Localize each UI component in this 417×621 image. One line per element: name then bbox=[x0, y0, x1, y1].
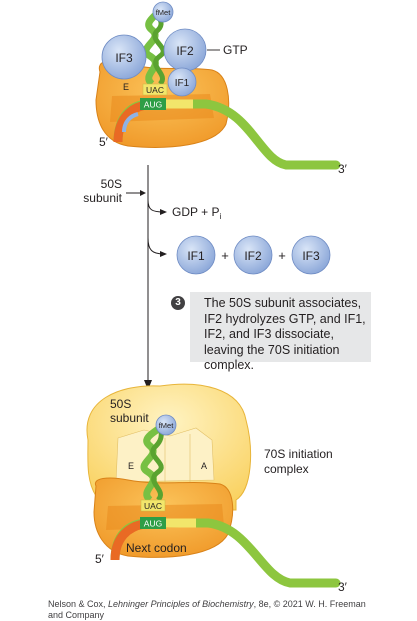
codon-yellow-segment bbox=[165, 99, 193, 109]
e-site-label: E bbox=[123, 82, 129, 92]
large-subunit-label-line1: 50S bbox=[110, 397, 131, 411]
next-codon-segment bbox=[166, 518, 196, 528]
a-site-label: A bbox=[201, 461, 207, 471]
step-number-badge: 3 bbox=[171, 296, 185, 310]
complex-label-line1: 70S initiation bbox=[264, 447, 333, 461]
gdp-subscript: i bbox=[219, 212, 221, 221]
e-site-label-bottom: E bbox=[128, 461, 134, 471]
released-if1-label: IF1 bbox=[187, 249, 205, 263]
top-complex: E AUG UAC fMet IF3 IF2 GTP IF1 bbox=[95, 1, 348, 176]
subunit-label-line2: subunit bbox=[83, 191, 122, 205]
gdp-label: GDP + Pi bbox=[172, 205, 221, 221]
credit-prefix: Nelson & Cox, bbox=[48, 599, 109, 609]
plus-2: + bbox=[278, 248, 286, 263]
gtp-label: GTP bbox=[223, 43, 248, 57]
fmet-label: fMet bbox=[156, 8, 172, 17]
if1-factor bbox=[167, 67, 197, 97]
released-if2-label: IF2 bbox=[244, 249, 262, 263]
five-prime-label-top: 5′ bbox=[99, 135, 109, 149]
mrna-bottom-orange bbox=[110, 519, 146, 561]
bottom-complex: E A AUG UAC fMet 50S subunit Next codon … bbox=[86, 383, 348, 594]
transition: 50S subunit GDP + Pi IF1 + IF2 + IF3 bbox=[83, 165, 331, 390]
uac-anticodon-label-bottom: UAC bbox=[144, 501, 162, 511]
uac-anticodon bbox=[142, 83, 168, 96]
three-prime-label-top: 3′ bbox=[338, 162, 348, 176]
plus-1: + bbox=[221, 248, 229, 263]
released-if3 bbox=[291, 235, 331, 275]
released-if3-label: IF3 bbox=[302, 249, 320, 263]
uac-anticodon-bottom bbox=[140, 499, 166, 512]
five-prime-label-bottom: 5′ bbox=[95, 552, 105, 566]
step-description-box: The 50S subunit associates, IF2 hydrolyz… bbox=[190, 292, 371, 372]
credit-title: Lehninger Principles of Biochemistry bbox=[108, 599, 254, 609]
aug-codon bbox=[140, 98, 166, 110]
initiator-trna-bottom bbox=[140, 423, 165, 503]
next-codon-label: Next codon bbox=[126, 541, 187, 555]
fmet-circle-bottom bbox=[155, 414, 177, 436]
if2-label: IF2 bbox=[176, 44, 194, 58]
if3-label: IF3 bbox=[115, 51, 133, 65]
if1-label: IF1 bbox=[175, 78, 190, 89]
released-if2 bbox=[233, 235, 273, 275]
uac-anticodon-label: UAC bbox=[146, 85, 164, 95]
subunit-arrow-head bbox=[140, 190, 146, 196]
aug-codon-label: AUG bbox=[144, 100, 162, 110]
released-if1 bbox=[176, 235, 216, 275]
subunit-label-line1: 50S bbox=[101, 177, 122, 191]
fmet-label-bottom: fMet bbox=[159, 421, 175, 430]
mrna-top-tail bbox=[201, 99, 341, 170]
factor-branch-head bbox=[160, 251, 167, 257]
mrna-top-blue bbox=[122, 112, 139, 133]
factor-branch-arrow bbox=[147, 237, 165, 255]
fmet-circle bbox=[152, 1, 174, 23]
gdp-text: GDP + P bbox=[172, 205, 219, 219]
large-subunit-label-line2: subunit bbox=[110, 411, 149, 425]
main-arrow-head bbox=[144, 380, 152, 390]
credit-line: Nelson & Cox, Lehninger Principles of Bi… bbox=[48, 599, 378, 621]
credit-suffix: , 8e, © 2021 W. H. Freeman and Company bbox=[48, 599, 366, 620]
three-prime-label-bottom: 3′ bbox=[338, 580, 348, 594]
aug-codon-bottom bbox=[140, 517, 166, 529]
complex-label-line2: complex bbox=[264, 462, 309, 476]
mrna-bottom-tail bbox=[203, 518, 341, 588]
if3-factor bbox=[101, 34, 147, 80]
gdp-branch-head bbox=[160, 209, 167, 215]
step-description-text: The 50S subunit associates, IF2 hydrolyz… bbox=[204, 296, 366, 372]
aug-codon-label-bottom: AUG bbox=[144, 519, 162, 529]
